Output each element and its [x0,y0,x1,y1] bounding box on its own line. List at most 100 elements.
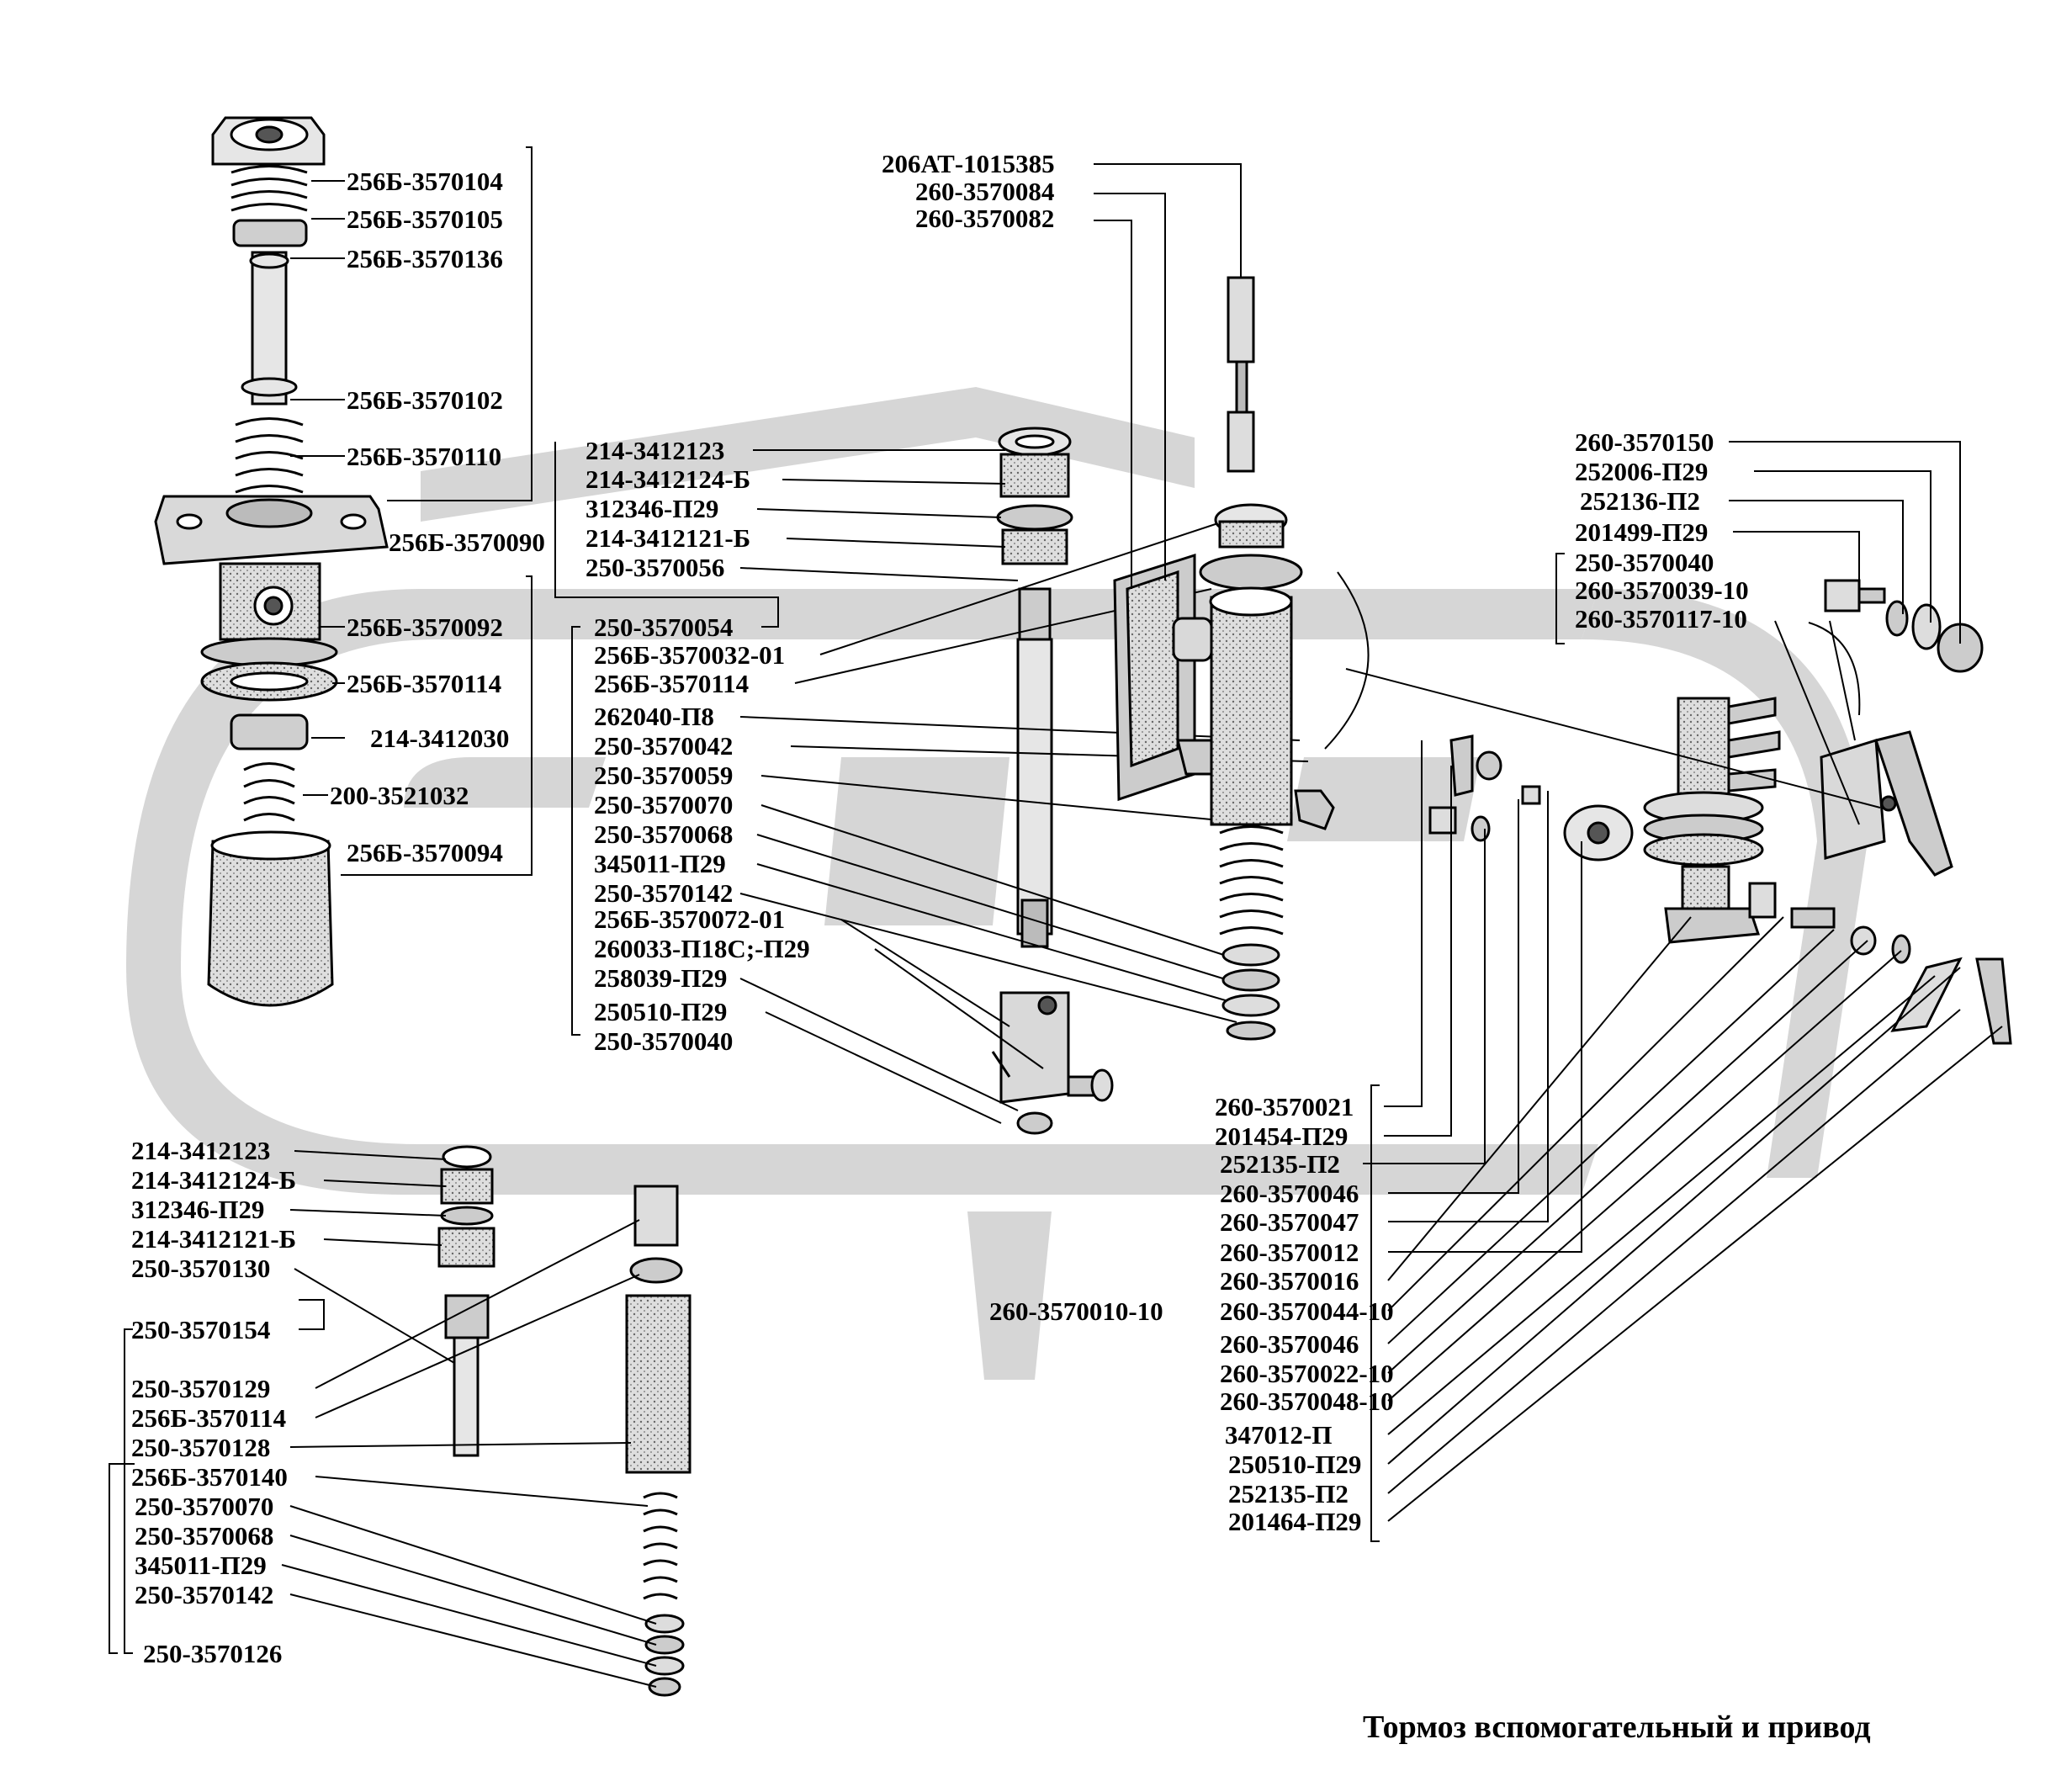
center-top-labels: 206АТ-1015385 260-3570084 260-3570082 [882,149,1055,233]
label-347012-P: 347012-П [1225,1420,1332,1450]
bolt-icon [1227,276,1255,363]
bottom-left-assembly [437,1145,692,1697]
label-200-3521032: 200-3521032 [330,781,469,810]
nut-icon [1221,994,1280,1017]
label-260-3570084: 260-3570084 [915,177,1054,206]
center-left-labels: 214-3412123 214-3412124-Б 312346-П29 214… [586,436,810,1056]
washer-icon [1221,943,1280,967]
label-250-3570068: 250-3570068 [594,819,733,849]
label-260-3570048-10: 260-3570048-10 [1220,1386,1394,1416]
label-260-3570046-b: 260-3570046 [1220,1329,1359,1359]
center-top-callouts [1094,163,1370,750]
label-256B-3570136: 256Б-3570136 [347,244,503,273]
label-256B-3570114: 256Б-3570114 [347,669,501,698]
label-252135-P2: 252135-П2 [1220,1149,1340,1179]
cup-icon [442,1145,492,1169]
label-250-3570040: 250-3570040 [594,1026,733,1056]
packing-icon [1001,528,1068,565]
elbow-fitting-icon [1294,789,1335,830]
label-250-3570154: 250-3570154 [131,1315,270,1344]
label-260-3570082: 260-3570082 [915,204,1054,233]
label-201464-P29: 201464-П29 [1228,1507,1361,1536]
top-left-labels: 256Б-3570104 256Б-3570105 256Б-3570136 2… [330,167,545,867]
valve-cap-icon [211,116,326,166]
label-260-3570016: 260-3570016 [1220,1266,1359,1296]
label-250-3570130: 250-3570130 [131,1254,270,1283]
label-256B-3570114: 256Б-3570114 [594,669,749,698]
label-bl-250-3570070: 250-3570070 [135,1492,273,1521]
nut-icon [648,1677,681,1697]
label-250-3570142: 250-3570142 [594,878,733,908]
bottom-left-callouts [109,1150,657,1688]
label-214-3412030: 214-3412030 [370,724,509,753]
label-250-3570129: 250-3570129 [131,1374,270,1403]
label-201454-P29: 201454-П29 [1215,1121,1348,1151]
actuator-body-icon [1643,697,1781,944]
washer-icon [996,504,1073,531]
label-bl-214-3412123: 214-3412123 [131,1136,270,1165]
right-top-callouts [1345,441,1961,825]
right-top-labels: 260-3570150 252006-П29 252136-П2 201499-… [1575,427,1749,634]
label-256B-3570092: 256Б-3570092 [347,612,503,642]
label-256B-3570090: 256Б-3570090 [389,528,545,557]
label-250-3570056: 250-3570056 [586,553,724,582]
label-260-3570046: 260-3570046 [1220,1179,1359,1208]
label-250-3570126: 250-3570126 [143,1639,282,1668]
label-256B-3570032-01: 256Б-3570032-01 [594,640,785,670]
bolt-icon [1824,579,1886,612]
nut-icon [1226,1021,1276,1041]
diaphragm-icon [1563,804,1634,862]
label-260-3570117-10: 260-3570117-10 [1575,604,1747,634]
washer-icon [644,1635,685,1655]
label-250510-P29: 250510-П29 [594,997,727,1026]
label-214-3412124-B: 214-3412124-Б [586,464,750,494]
clevis-icon [999,991,1114,1104]
label-256B-3570094: 256Б-3570094 [347,838,503,867]
nut-icon [644,1656,685,1676]
label-258039-P29: 258039-П29 [594,963,727,993]
seal-icon [200,661,338,702]
label-345011-P29: 345011-П29 [594,849,726,878]
label-250510-P29-r: 250510-П29 [1228,1450,1361,1479]
top-left-assembly [154,116,389,1007]
label-260-3570047: 260-3570047 [1220,1207,1359,1237]
label-214-3412123: 214-3412123 [586,436,724,465]
center-left-assembly [991,427,1114,1135]
spring-icon [235,417,304,494]
label-260-3570021: 260-3570021 [1215,1092,1354,1121]
bottom-left-labels: 214-3412123 214-3412124-Б 312346-П29 214… [131,1136,296,1668]
center-main-assembly [1113,276,1335,1041]
washer-icon [629,1257,683,1284]
label-256B-3570102: 256Б-3570102 [347,385,503,415]
label-312346-P29: 312346-П29 [586,494,718,523]
label-256B-3570104: 256Б-3570104 [347,167,503,196]
diagram-title: Тормоз вспомогательный и привод [1363,1710,1871,1745]
nut-icon [1016,1111,1053,1135]
label-252135-P2-b: 252135-П2 [1228,1479,1349,1508]
washer-icon [1911,603,1942,650]
label-260-3570044-10: 260-3570044-10 [1220,1296,1394,1326]
label-256B-3570110: 256Б-3570110 [347,442,501,471]
pedal-linkage-icon [1790,907,2012,1045]
label-260-3570039-10: 260-3570039-10 [1575,575,1749,605]
cylinder-body-icon [625,1294,692,1474]
label-256B-3570140: 256Б-3570140 [131,1462,288,1492]
label-bl-256B-3570114: 256Б-3570114 [131,1403,286,1433]
label-256B-3570072-01: 256Б-3570072-01 [594,904,785,934]
label-250-3570128: 250-3570128 [131,1433,270,1462]
washer-icon [440,1206,494,1226]
label-bl-312346-P29: 312346-П29 [131,1195,264,1224]
label-260033-P18C-P29: 260033-П18С;-П29 [594,934,810,963]
label-bl-250-3570068: 250-3570068 [135,1521,273,1551]
right-bottom-callouts [1363,740,2003,1542]
label-260-3570022-10: 260-3570022-10 [1220,1359,1394,1388]
label-260-3570012: 260-3570012 [1220,1238,1359,1267]
cylinder-body-icon [1172,586,1293,826]
label-260-3570010-10: 260-3570010-10 [989,1296,1163,1326]
label-250-3570042: 250-3570042 [594,731,733,761]
label-252136-P2: 252136-П2 [1580,486,1700,516]
label-bl-345011-P29: 345011-П29 [135,1551,267,1580]
cylinder-body-icon [219,562,321,641]
